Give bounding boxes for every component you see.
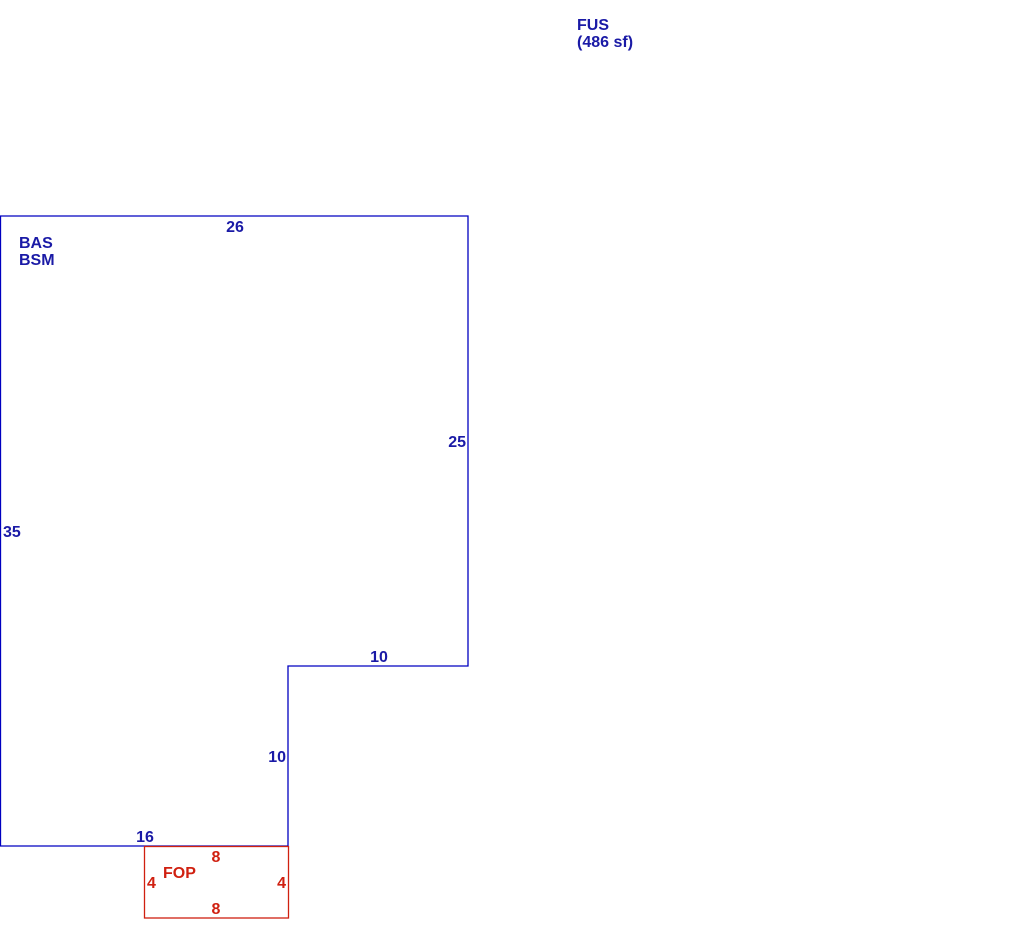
area-code-fop: FOP bbox=[163, 865, 196, 882]
floor-area: (486 sf) bbox=[577, 34, 634, 51]
porch-dimension-right: 4 bbox=[277, 875, 286, 892]
porch-dimension-left: 4 bbox=[147, 875, 156, 892]
floor-code: FUS bbox=[577, 17, 609, 34]
dimension-step-horizontal: 10 bbox=[370, 649, 388, 666]
porch-outline bbox=[143, 845, 290, 919]
dimension-bottom: 16 bbox=[136, 829, 154, 846]
area-code-bas: BAS bbox=[19, 235, 53, 252]
floor-summary-label: FUS (486 sf) bbox=[577, 17, 633, 51]
porch-dimension-bottom: 8 bbox=[212, 901, 221, 918]
dimension-top: 26 bbox=[226, 219, 244, 236]
area-code-bsm: BSM bbox=[19, 252, 55, 269]
main-area-outline bbox=[0, 215, 469, 847]
porch-dimension-top: 8 bbox=[212, 849, 221, 866]
dimension-left: 35 bbox=[3, 524, 21, 541]
dimension-right-upper: 25 bbox=[448, 434, 466, 451]
dimension-step-vertical: 10 bbox=[268, 749, 286, 766]
